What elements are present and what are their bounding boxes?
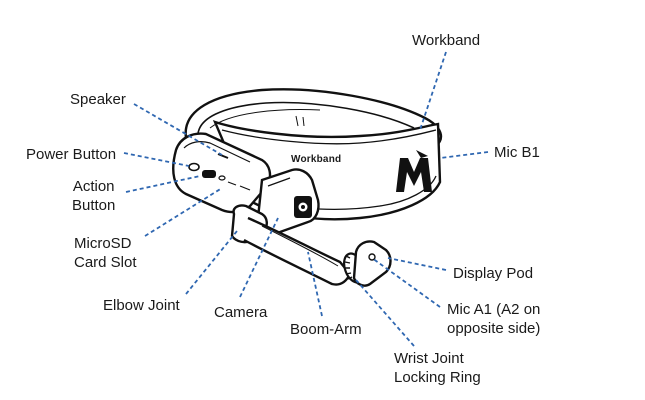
label-boom-arm: Boom-Arm [290, 321, 362, 338]
leader-speaker [133, 103, 223, 156]
label-action-button-line1: Action [72, 178, 115, 195]
boom-arm [243, 216, 352, 286]
label-wrist-line2: Locking Ring [394, 369, 481, 386]
main-housing [172, 132, 272, 214]
leader-wrist [355, 279, 415, 347]
leader-boom [307, 251, 323, 317]
label-mic-a1-line2: opposite side) [447, 320, 541, 337]
leader-action [125, 175, 201, 193]
label-wrist-joint: Wrist Joint Locking Ring [394, 349, 481, 387]
leader-displaypod [387, 257, 447, 271]
label-action-button-line2: Button [72, 197, 116, 214]
leader-microsd [144, 187, 223, 237]
camera-housing [256, 168, 320, 234]
label-mic-a1: Mic A1 (A2 on opposite side) [447, 300, 540, 338]
label-speaker: Speaker [70, 91, 126, 108]
label-display-pod: Display Pod [453, 265, 534, 282]
leader-micb1 [439, 151, 489, 159]
label-wrist-line1: Wrist Joint [394, 350, 464, 367]
label-elbow-joint: Elbow Joint [103, 297, 180, 314]
label-workband: Workband [412, 32, 481, 49]
label-microsd-line2: Card Slot [74, 254, 137, 271]
display-pod [352, 240, 392, 287]
label-microsd: MicroSD Card Slot [74, 234, 137, 272]
workband-back-inner [197, 101, 415, 139]
leader-camera [239, 217, 279, 298]
leader-elbow [185, 230, 238, 295]
band-print: Workband [291, 154, 342, 165]
label-mic-b1: Mic B1 [494, 144, 540, 161]
label-mic-a1-line1: Mic A1 (A2 on [447, 301, 541, 318]
label-microsd-line1: MicroSD [74, 235, 132, 252]
label-camera: Camera [214, 304, 268, 321]
logo-icon [396, 150, 432, 192]
leader-mica1 [371, 257, 441, 308]
label-power-button: Power Button [26, 146, 117, 163]
label-action-button: Action Button [72, 177, 115, 215]
